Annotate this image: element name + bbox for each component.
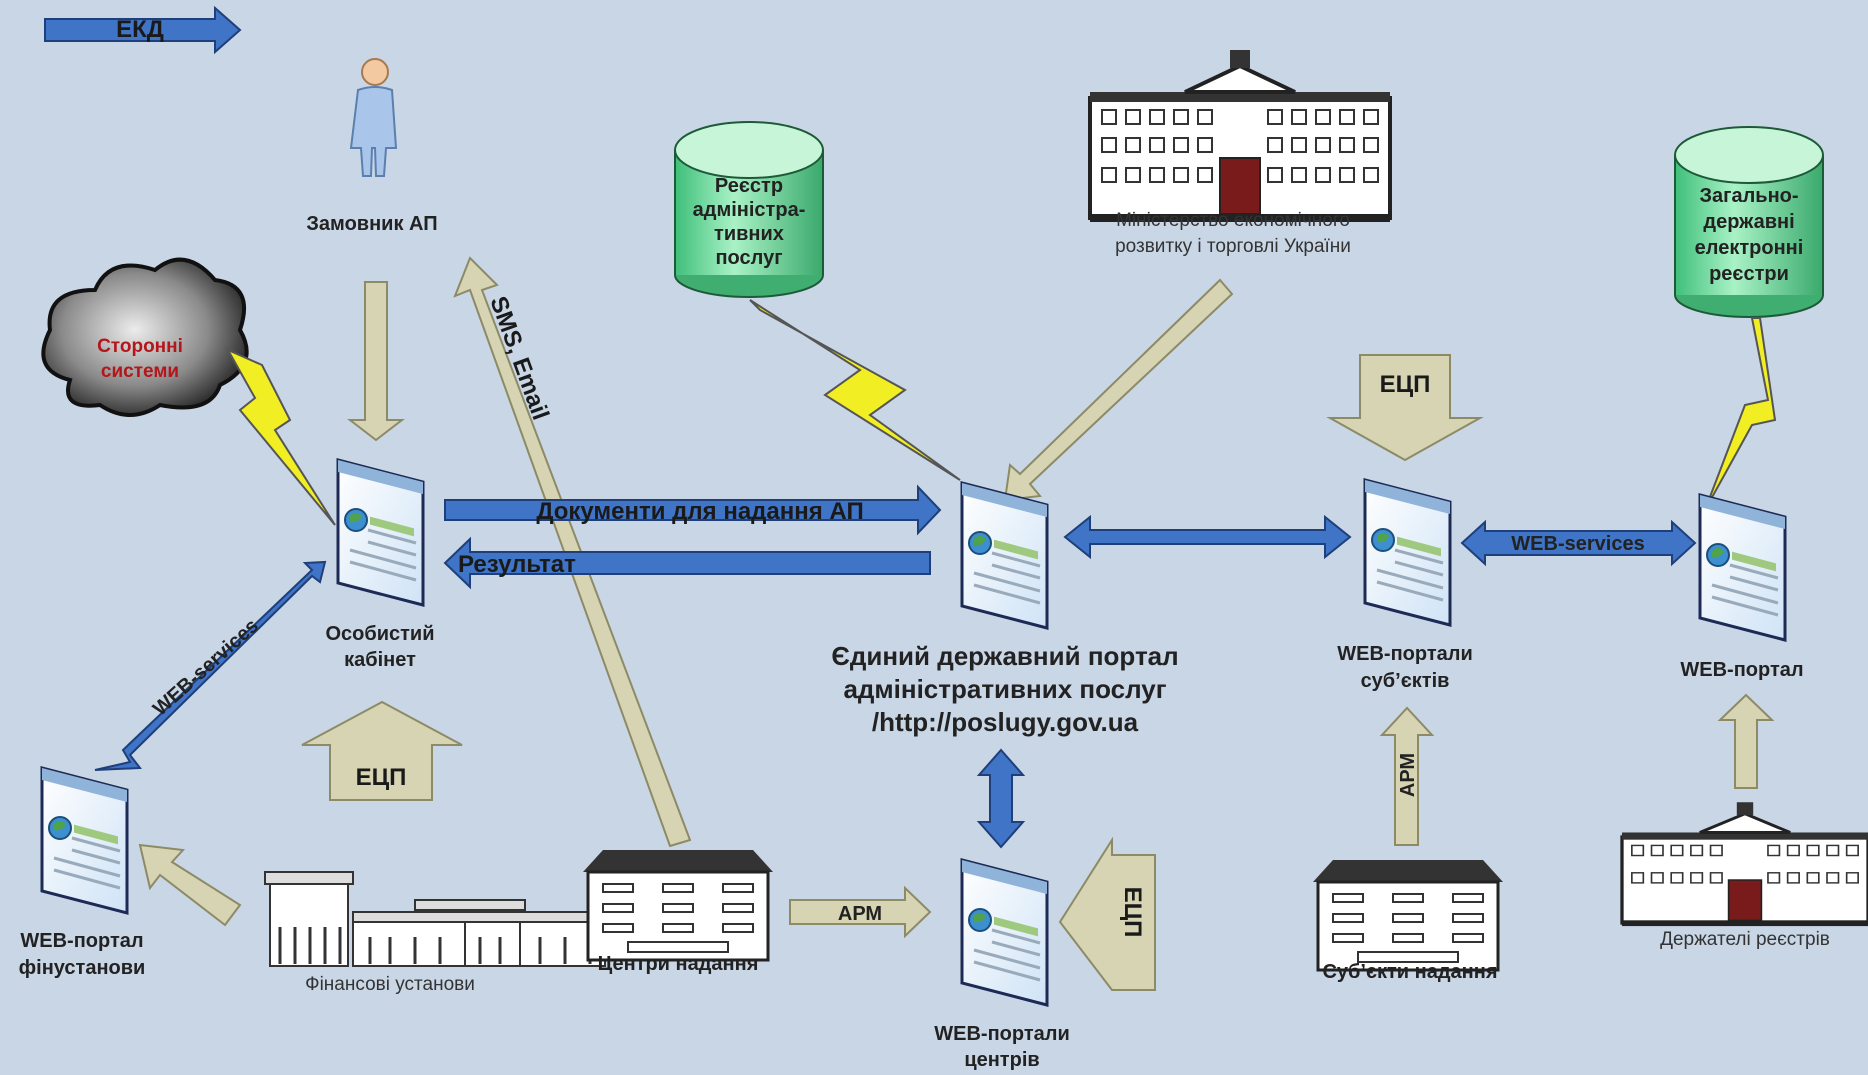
cloud-line-2: системи	[101, 361, 179, 382]
general-line-1: Загально-	[1699, 185, 1798, 207]
centers-label: Центри надання	[598, 953, 759, 975]
arrow-ecp-centers	[1058, 836, 1156, 991]
subject-portals-line-1: WEB-портали	[1337, 643, 1473, 665]
financial-building	[264, 871, 609, 967]
arrow-ministry	[1003, 278, 1234, 502]
general-line-2: державні	[1703, 211, 1794, 233]
arrow-arm-centers	[789, 885, 932, 939]
cloud-line-1: Сторонні	[97, 336, 183, 357]
legend-label: ЕКД	[116, 16, 164, 43]
general-line-4: реєстри	[1709, 263, 1789, 285]
registry-line-4: послуг	[715, 247, 782, 269]
screen-center-portals	[960, 858, 1049, 1007]
arrow-webservices-right	[1460, 519, 1697, 567]
arrow-portal-centers	[976, 748, 1026, 849]
general-registries-cylinder: Загально- державні електронні реєстри	[1674, 126, 1824, 318]
arm-centers-label: АРМ	[838, 903, 882, 925]
lightning-registry	[749, 299, 961, 481]
portal-title-line-1: Єдиний державний портал	[831, 641, 1178, 671]
arrow-result	[443, 536, 931, 590]
registry-cylinder: Реєстр адміністра- тивних послуг	[674, 121, 824, 298]
subjects-building	[1311, 858, 1505, 972]
result-label: Результат	[458, 551, 576, 578]
ecp-cabinet-label: ЕЦП	[356, 764, 407, 791]
legend-arrow	[44, 5, 242, 55]
arrow-webservices-left	[94, 560, 327, 771]
legend-ekd: ЕКД	[44, 5, 242, 55]
documents-label: Документи для надання АП	[536, 498, 863, 525]
arrow-documents	[444, 484, 942, 536]
ministry-line-1: Міністерство економічного	[1116, 210, 1350, 231]
arrow-arm-subjects	[1379, 706, 1435, 846]
ecp-centers-label: ЕЦП	[1119, 887, 1146, 938]
webservices-left-label: WEB-services	[149, 615, 263, 721]
general-line-3: електронні	[1695, 237, 1804, 259]
subject-portals-line-2: суб’єктів	[1361, 670, 1450, 692]
registry-line-2: адміністра-	[693, 199, 806, 221]
third-party-cloud: Сторонні системи	[41, 257, 249, 417]
ministry-building	[1088, 48, 1392, 224]
arrow-portal-subjects	[1063, 514, 1352, 560]
registry-line-1: Реєстр	[715, 175, 783, 197]
lightning-general	[1704, 317, 1777, 511]
center-portals-line-1: WEB-портали	[934, 1023, 1070, 1045]
ministry-line-2: розвитку і торговлі України	[1115, 236, 1351, 257]
arrow-customer-down	[347, 281, 405, 442]
centers-building	[581, 848, 775, 962]
fin-portal-line-1: WEB-портал	[20, 930, 143, 952]
fin-portal-line-2: фінустанови	[19, 957, 146, 979]
screen-unified-portal	[960, 481, 1049, 630]
cabinet-line-2: кабінет	[344, 649, 416, 671]
screen-personal-cabinet	[336, 458, 425, 607]
registry-line-3: тивних	[714, 223, 784, 245]
registry-holders-label: Держателі реєстрів	[1660, 929, 1830, 950]
arrow-fin-portal	[138, 843, 242, 927]
webservices-right-label: WEB-services	[1511, 533, 1644, 555]
screen-web-portal	[1698, 493, 1787, 642]
portal-title-line-2: адміністративних послуг	[843, 674, 1166, 704]
screen-subject-portals	[1363, 478, 1452, 627]
customer-person	[349, 58, 398, 177]
customer-label: Замовник АП	[306, 213, 437, 235]
center-portals-line-2: центрів	[964, 1049, 1039, 1071]
ecp-subjects-label: ЕЦП	[1380, 371, 1431, 398]
financial-label: Фінансові установи	[305, 974, 475, 995]
portal-title-line-3: /http://poslugy.gov.ua	[872, 707, 1139, 737]
subjects-label: Суб’єкти надання	[1322, 961, 1497, 983]
arrow-holders-up	[1717, 693, 1775, 789]
arrow-ecp-cabinet	[301, 700, 463, 801]
web-portal-label: WEB-портал	[1680, 659, 1803, 681]
registry-holders-building	[1620, 800, 1868, 928]
cabinet-line-1: Особистий	[325, 623, 434, 645]
arrow-ecp-subjects	[1326, 354, 1484, 462]
screen-fin-portal	[40, 766, 129, 915]
arm-subjects-label: АРМ	[1397, 753, 1419, 797]
lightning-cloud	[225, 347, 336, 526]
